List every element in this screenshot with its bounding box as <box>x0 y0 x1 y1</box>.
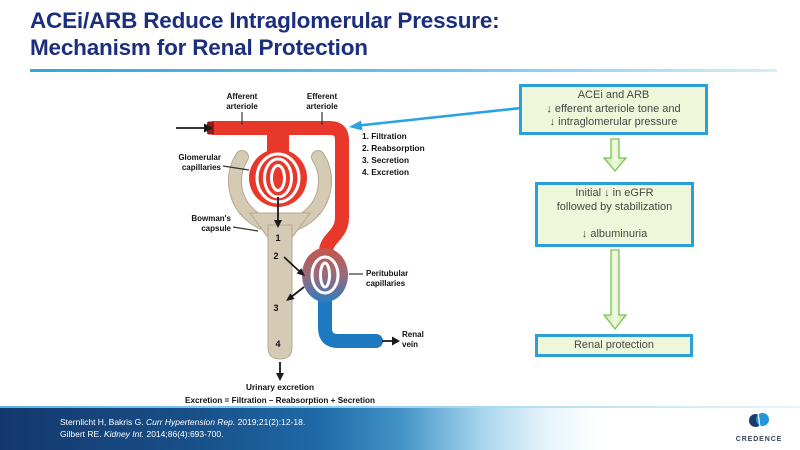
reference-1: Sternlicht H, Bakris G. Curr Hypertensio… <box>60 416 305 428</box>
reference-journal: Curr Hypertension Rep. <box>145 417 236 427</box>
efferent-arteriole-label: arteriole <box>306 102 338 111</box>
title-underline-rule <box>30 69 777 72</box>
down-arrow-icon <box>602 138 628 173</box>
credence-logo: CREDENCE <box>726 409 792 444</box>
renal-vein-arrowhead-icon <box>392 336 400 346</box>
excretion-equation: Excretion = Filtration – Reabsorption + … <box>185 395 375 405</box>
efferent-arteriole-label: Efferent <box>307 92 338 101</box>
step-marker: 2 <box>273 251 278 261</box>
footer-bar: Sternlicht H, Bakris G. Curr Hypertensio… <box>0 408 800 450</box>
urinary-excretion-label: Urinary excretion <box>246 382 314 392</box>
down-arrow-icon <box>602 249 628 331</box>
bowmans-capsule-label: Bowman's <box>191 214 231 223</box>
bowmans-capsule-label: capsule <box>201 224 231 233</box>
flow-box-renal-protection: Renal protection <box>535 334 693 357</box>
glomerulus-coil-ring <box>270 164 286 192</box>
renal-vein-vessel <box>318 292 383 348</box>
footer-accent-line <box>0 405 800 408</box>
flow-box-line: followed by stabilization <box>556 200 673 213</box>
reabsorption-arrow-icon <box>283 256 300 272</box>
step-marker: 4 <box>275 339 280 349</box>
glomerulus <box>249 149 307 207</box>
step-marker: 1 <box>275 233 280 243</box>
flow-box-line: ACEi and ARB <box>577 89 650 101</box>
glomerulus-stem <box>267 125 289 155</box>
reference-journal: Kidney Int. <box>103 429 145 439</box>
afferent-arteriole-label: Afferent <box>227 92 258 101</box>
step-list-item: 4. Excretion <box>362 167 409 177</box>
renal-vein-label: vein <box>402 340 418 349</box>
reference-2: Gilbert RE. Kidney Int. 2014;86(4):693-7… <box>60 428 305 440</box>
references: Sternlicht H, Bakris G. Curr Hypertensio… <box>60 416 305 440</box>
step-list-item: 2. Reabsorption <box>362 143 425 153</box>
reference-text: Gilbert RE. <box>60 429 104 439</box>
credence-logo-icon <box>749 412 769 428</box>
secretion-arrowhead-icon <box>286 293 295 301</box>
glomerular-pointer-line <box>222 165 250 171</box>
peritubular-coil-ring <box>310 255 340 295</box>
nephron-diagram: Afferent arteriole Efferent arteriole Gl… <box>176 92 425 405</box>
bowmans-pointer-line <box>232 226 259 232</box>
peritubular-coil-ring <box>319 261 331 289</box>
pointer-arrow-icon <box>349 106 522 131</box>
excretion-arrowhead-icon <box>276 373 284 381</box>
glomerular-capillaries-label: capillaries <box>182 163 222 172</box>
glomerular-capillaries-label: Glomerular <box>178 153 221 162</box>
peritubular-capillaries-vessel <box>302 248 348 302</box>
blood-inflow-arrowhead-icon <box>204 123 213 133</box>
peritubular-capillaries-label: capillaries <box>366 279 406 288</box>
slide-title-line2: Mechanism for Renal Protection <box>30 35 368 60</box>
step-list-item: 3. Secretion <box>362 155 409 165</box>
flow-box-line: Initial ↓ in eGFR <box>575 187 654 199</box>
step-list-item: 1. Filtration <box>362 131 407 141</box>
flow-box-egfr: Initial ↓ in eGFR followed by stabilizat… <box>535 182 694 247</box>
flow-box-line: ↓ efferent arteriole tone and <box>546 102 681 115</box>
flow-box-line <box>538 214 691 228</box>
flow-box-line: ↓ albuminuria <box>581 227 648 240</box>
peritubular-capillaries-label: Peritubular <box>366 269 408 278</box>
reference-text: 2014;86(4):693-700. <box>144 429 224 439</box>
reference-text: 2019;21(2):12-18. <box>235 417 306 427</box>
afferent-efferent-arteriole-vessel <box>212 121 349 252</box>
slide-title-line1: ACEi/ARB Reduce Intraglomerular Pressure… <box>30 8 500 33</box>
credence-logo-text: CREDENCE <box>735 436 783 443</box>
slide-title: ACEi/ARB Reduce Intraglomerular Pressure… <box>30 7 500 61</box>
reabsorption-arrowhead-icon <box>296 268 305 276</box>
flow-box-line: ↓ intraglomerular pressure <box>549 116 678 128</box>
afferent-arteriole-label: arteriole <box>226 102 258 111</box>
renal-vein-label: Renal <box>402 330 424 339</box>
flow-box-line: Renal protection <box>573 339 655 351</box>
flow-box-acei-arb: ACEi and ARB ↓ efferent arteriole tone a… <box>519 84 708 135</box>
step-marker: 3 <box>273 303 278 313</box>
filtration-arrowhead-icon <box>274 220 282 228</box>
reference-text: Sternlicht H, Bakris G. <box>60 417 146 427</box>
